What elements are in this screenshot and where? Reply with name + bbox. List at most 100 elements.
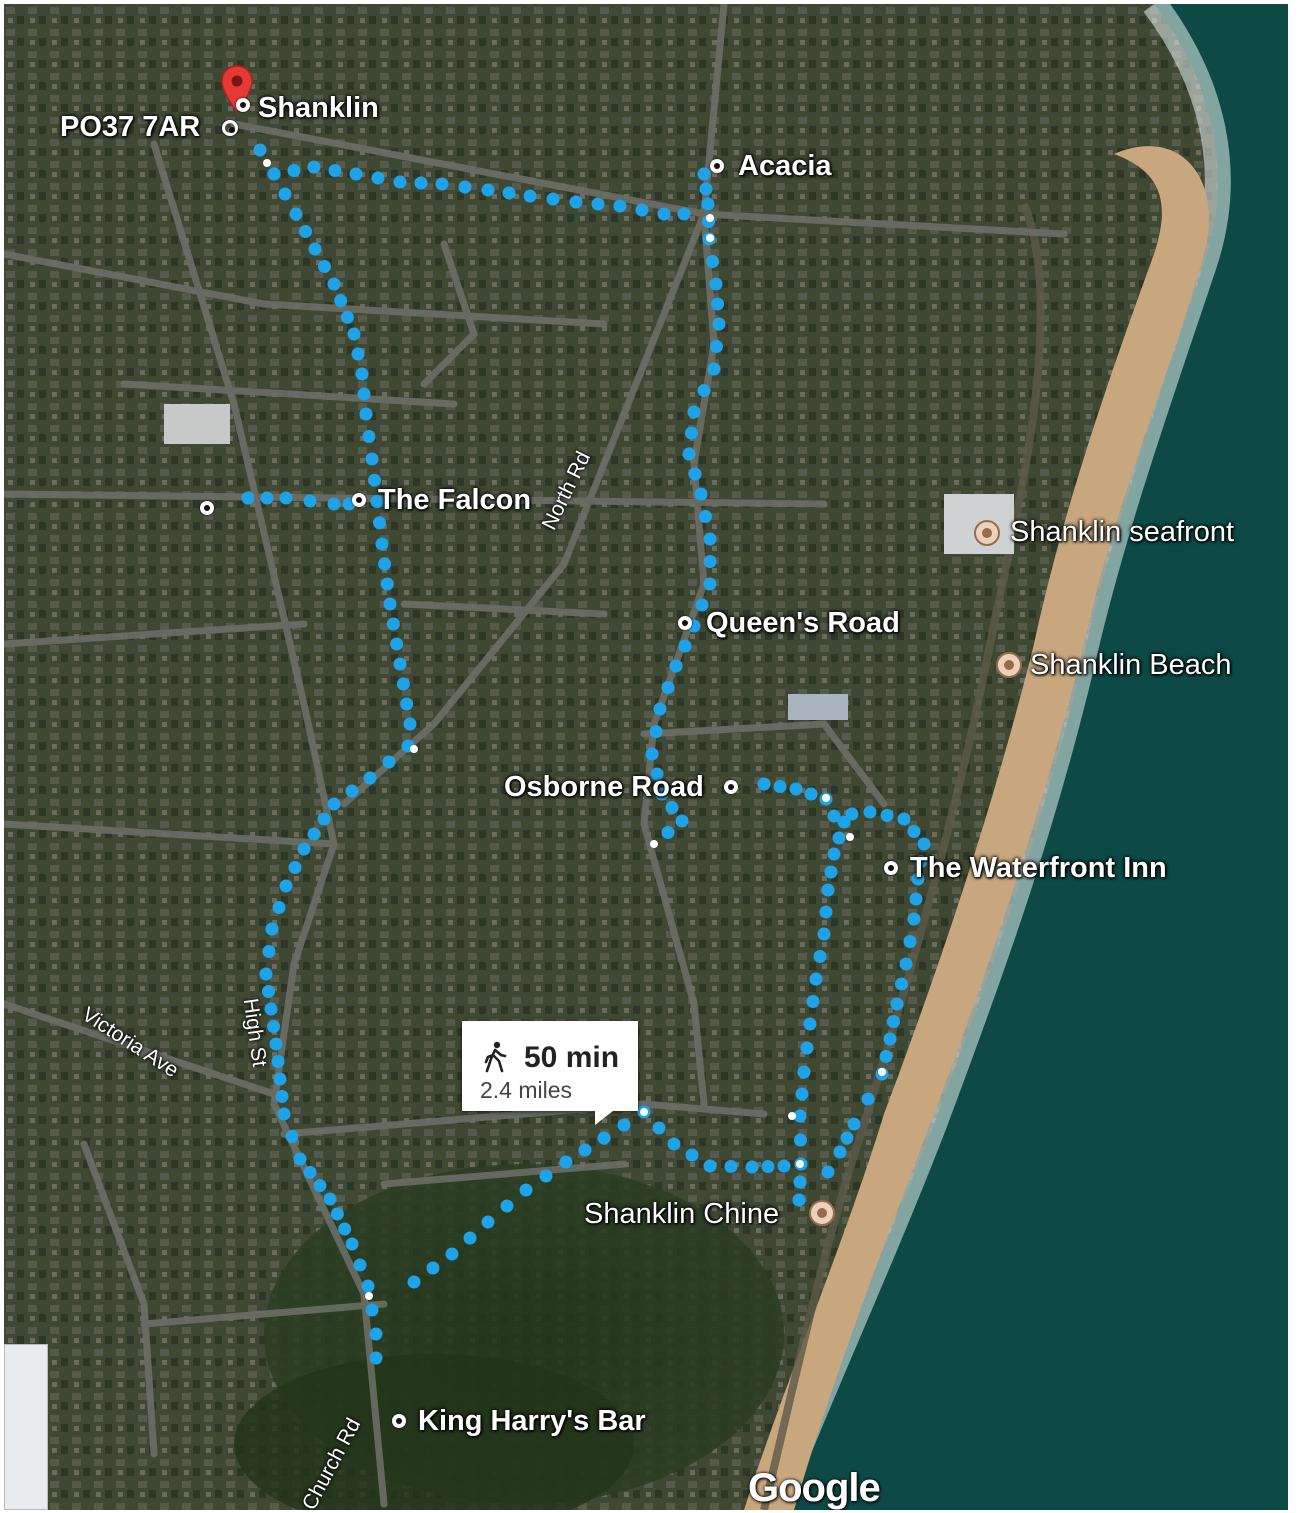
route-dot [318, 260, 331, 273]
route-dot [365, 1303, 379, 1317]
route-dot [652, 1121, 666, 1135]
route-waypoint [410, 745, 418, 753]
place-queens-road[interactable]: Queen's Road [706, 607, 900, 639]
route-waypoint [878, 1068, 886, 1076]
route-dot [703, 555, 717, 568]
route-dot [269, 1037, 283, 1051]
route-dot [677, 207, 691, 221]
route-dot [458, 180, 472, 194]
route-dot [761, 1160, 775, 1173]
google-attribution: Google [748, 1466, 881, 1510]
the-falcon-pin[interactable] [352, 493, 366, 507]
route-dot [307, 827, 321, 841]
route-dot [890, 997, 904, 1011]
route-dot [777, 1159, 791, 1173]
route-dot [345, 784, 359, 798]
route-dot [800, 1041, 814, 1055]
route-dot [793, 1175, 807, 1189]
route-dot [313, 1179, 327, 1193]
route-dot [863, 805, 877, 819]
route-dot [297, 842, 311, 856]
route-waypoint [788, 1112, 796, 1120]
route-dot [285, 1130, 299, 1143]
route-dot [597, 1131, 611, 1145]
acacia-pin[interactable] [710, 159, 724, 173]
route-dot [655, 787, 669, 801]
king-harrys-bar-pin[interactable] [392, 1414, 406, 1428]
route-dot [845, 807, 859, 821]
route-dot [797, 1065, 811, 1079]
camera-poi-icon[interactable] [809, 1200, 835, 1226]
place-shanklin[interactable]: Shanklin [258, 92, 379, 124]
route-dot [277, 1107, 291, 1121]
route-summary-callout[interactable]: 50 min 2.4 miles [462, 1021, 638, 1125]
street-view-control[interactable] [4, 1344, 48, 1510]
route-dot [365, 452, 379, 466]
route-dot [317, 812, 331, 826]
route-waypoint [706, 214, 714, 222]
route-distance: 2.4 miles [480, 1077, 573, 1103]
route-dot [635, 203, 649, 217]
camera-poi-icon[interactable] [974, 520, 1000, 546]
route-dot [371, 171, 385, 185]
origin-pin[interactable] [222, 120, 238, 136]
route-waypoint [263, 159, 271, 167]
route-dot [707, 362, 721, 376]
place-acacia[interactable]: Acacia [738, 150, 832, 182]
route-dot [502, 186, 516, 200]
route-dot [795, 1087, 809, 1101]
route-dot [393, 657, 407, 671]
route-dot [897, 812, 911, 826]
queens-road-pin[interactable] [678, 616, 692, 630]
place-shanklin-chine[interactable]: Shanklin Chine [584, 1198, 780, 1230]
route-dot [661, 826, 675, 839]
route-dot [879, 1050, 893, 1063]
route-dot [809, 972, 823, 986]
route-dot [697, 384, 711, 397]
route-dot [667, 1137, 681, 1151]
route-dot [353, 1258, 367, 1272]
route-dot [355, 367, 369, 381]
beach-poi-icon[interactable] [996, 652, 1022, 678]
route-dot [703, 577, 717, 591]
route-dot [649, 725, 663, 738]
route-dot [383, 597, 397, 611]
route-dot [403, 717, 417, 731]
place-shanklin-beach[interactable]: Shanklin Beach [1030, 649, 1232, 681]
route-dot [709, 277, 723, 291]
route-dot [253, 143, 267, 157]
shanklin-pin[interactable] [236, 98, 250, 112]
osborne-road-pin[interactable] [724, 780, 738, 794]
place-shanklin-seafront[interactable]: Shanklin seafront [1010, 516, 1235, 548]
route-dot [688, 467, 702, 481]
satellite-map[interactable]: Shanklin PO37 7AR Acacia The Falcon Quee… [4, 4, 1288, 1510]
place-postcode[interactable]: PO37 7AR [60, 111, 201, 143]
place-the-falcon[interactable]: The Falcon [378, 484, 532, 516]
route-dot [819, 905, 833, 919]
route-dot [327, 497, 341, 511]
walking-route [241, 143, 931, 1365]
place-osborne-road[interactable]: Osborne Road [504, 771, 704, 803]
route-dot [359, 407, 373, 421]
route-dot [657, 207, 671, 221]
route-dot [803, 1017, 817, 1031]
route-dot [308, 242, 322, 256]
place-king-harrys-bar[interactable]: King Harry's Bar [418, 1405, 646, 1437]
unnamed-pin[interactable] [200, 501, 214, 515]
route-dot [911, 872, 925, 886]
route-dot [569, 195, 583, 209]
route-dot [724, 1160, 738, 1173]
route-dot [685, 1148, 699, 1162]
route-dot [703, 1159, 717, 1173]
place-waterfront-inn[interactable]: The Waterfront Inn [910, 852, 1167, 884]
route-dot [279, 879, 293, 893]
route-dot [694, 487, 708, 501]
route-dot [414, 176, 428, 190]
route-dot [375, 537, 389, 551]
route-dot [821, 883, 835, 897]
waterfront-inn-pin[interactable] [884, 861, 898, 875]
route-dot [773, 780, 787, 793]
route-dot [712, 317, 726, 331]
route-dot [307, 160, 321, 174]
route-dot [463, 1231, 477, 1245]
